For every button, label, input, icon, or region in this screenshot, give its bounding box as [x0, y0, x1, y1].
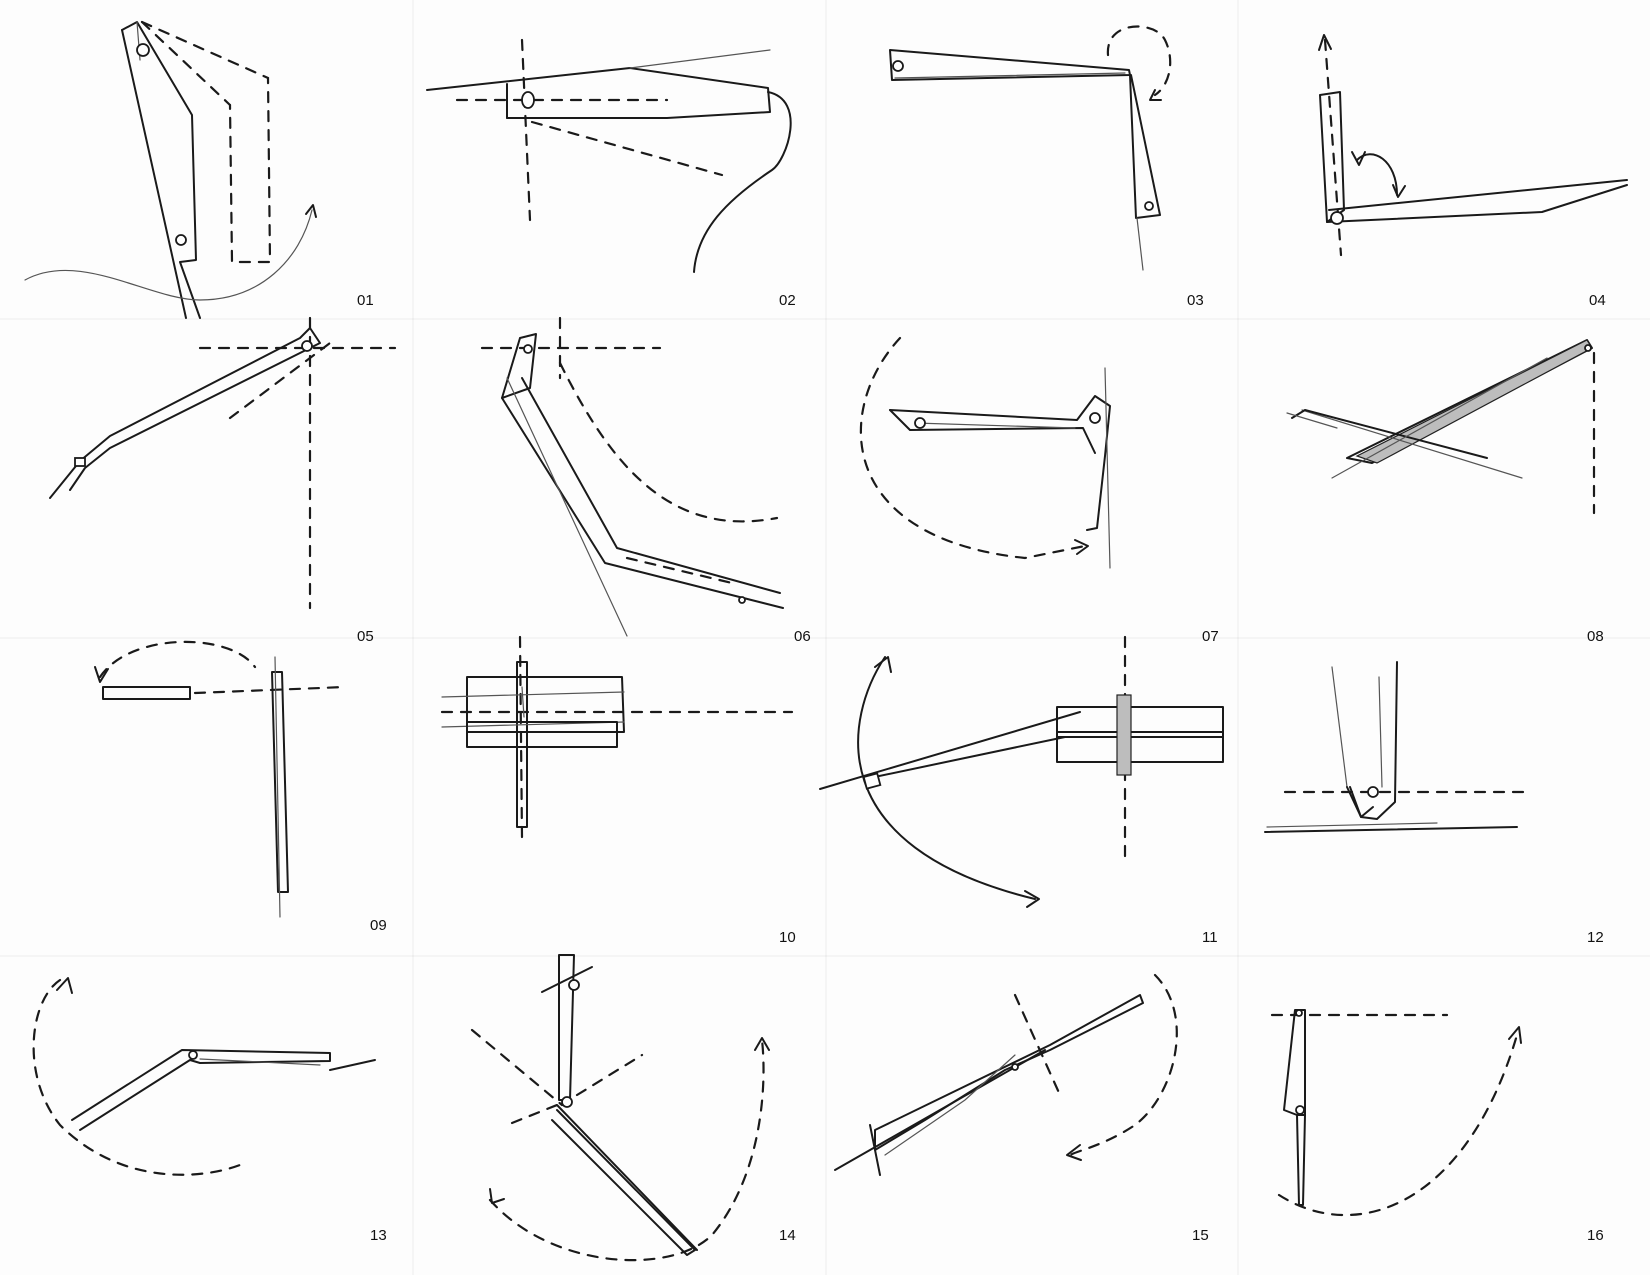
hinge-sketch-09	[94, 640, 347, 918]
sketch-panel-11: 11	[819, 635, 1237, 955]
panel-number: 02	[779, 292, 796, 309]
hinge-sketch-10	[440, 635, 794, 839]
panel-number: 05	[357, 628, 374, 645]
hinge-sketch-01	[24, 20, 317, 319]
sketch-panel-10: 10	[412, 635, 824, 955]
hinge-sketch-16	[1270, 1009, 1522, 1217]
panel-number: 14	[779, 1227, 796, 1244]
panel-number: 16	[1587, 1227, 1604, 1244]
hinge-sketch-13	[32, 977, 376, 1176]
hinge-sketch-11	[819, 635, 1224, 908]
sketch-panel-09: 09	[0, 637, 412, 955]
hinge-sketch-12	[1264, 661, 1529, 833]
sketch-panel-13: 13	[0, 955, 412, 1273]
panel-number: 15	[1192, 1227, 1209, 1244]
hinge-sketch-05	[49, 316, 397, 610]
hinge-sketch-06	[480, 316, 784, 637]
sketch-panel-14: 14	[412, 954, 824, 1273]
hinge-sketch-08	[1286, 339, 1596, 515]
hinge-sketch-03	[889, 25, 1172, 271]
panel-number: 11	[1202, 929, 1218, 946]
sketch-panel-16: 16	[1237, 955, 1649, 1273]
hinge-sketch-15	[834, 973, 1178, 1176]
sketch-panel-15: 15	[825, 955, 1237, 1273]
sketch-panel-08: 08	[1237, 318, 1649, 645]
hinge-sketch-14	[470, 954, 770, 1262]
hinge-sketch-02	[426, 38, 792, 273]
sketch-panel-04: 04	[1237, 0, 1649, 318]
panel-number: 06	[794, 628, 811, 645]
sketch-panel-07: 07	[825, 318, 1237, 645]
hinge-sketch-07	[859, 336, 1111, 569]
panel-number: 12	[1587, 929, 1604, 946]
panel-number: 03	[1187, 292, 1204, 309]
hinge-sketch-04	[1318, 34, 1628, 257]
panel-number: 10	[779, 929, 796, 946]
panel-number: 09	[370, 917, 387, 934]
panel-number: 07	[1202, 628, 1219, 645]
panel-number: 04	[1589, 292, 1606, 309]
sketch-panel-03: 03	[825, 0, 1237, 318]
sketch-panel-02: 02	[412, 0, 824, 318]
panel-number: 13	[370, 1227, 387, 1244]
panel-number: 08	[1587, 628, 1604, 645]
sketch-panel-01: 01	[0, 0, 412, 319]
panel-number: 01	[357, 292, 374, 309]
sketch-panel-06: 06	[412, 316, 824, 645]
sketch-panel-12: 12	[1237, 637, 1649, 955]
sketch-panel-05: 05	[0, 316, 412, 645]
